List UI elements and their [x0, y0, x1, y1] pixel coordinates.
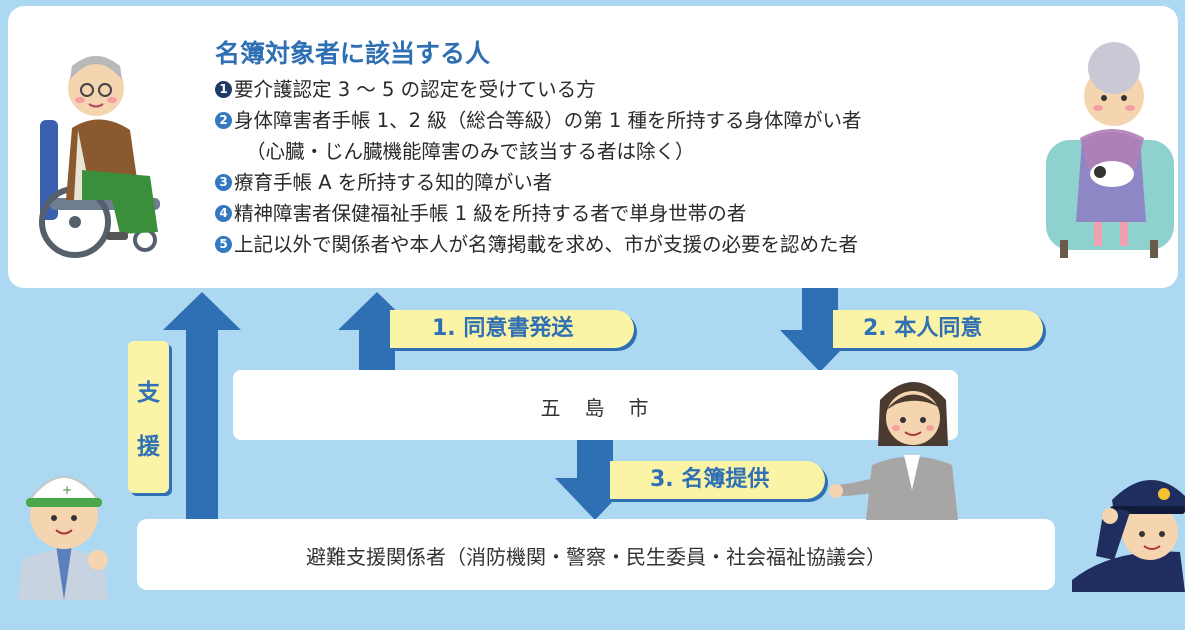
number-badge: 2: [215, 112, 232, 129]
criteria-text: （心臓・じん臓機能障害のみで該当する者は除く）: [246, 140, 695, 163]
number-badge: 3: [215, 174, 232, 191]
support-char: 支: [137, 380, 160, 406]
wheelchair-elder-illustration: [39, 56, 160, 258]
criteria-text: 精神障害者保健福祉手帳 1 級を所持する者で単身世帯の者: [234, 202, 747, 225]
step3-label: 3. 名簿提供: [610, 461, 825, 499]
criteria-text: 身体障害者手帳 1、2 級（総合等級）の第 1 種を所持する身体障がい者: [234, 109, 862, 132]
criteria-text: 療育手帳 A を所持する知的障がい者: [234, 171, 553, 194]
svg-text:+: +: [62, 483, 72, 497]
criteria-item-note: （心臓・じん臓機能障害のみで該当する者は除く）: [215, 136, 862, 167]
support-org-label: 避難支援関係者（消防機関・警察・民生委員・社会福祉協議会）: [306, 545, 886, 569]
number-badge: 1: [215, 81, 232, 98]
step2-label: 2. 本人同意: [833, 310, 1043, 348]
step1-label: 1. 同意書発送: [390, 310, 634, 348]
criteria-text: 要介護認定 3 ～ 5 の認定を受けている方: [234, 78, 596, 101]
criteria-panel: [8, 6, 1178, 288]
criteria-text: 上記以外で関係者や本人が名簿掲載を求め、市が支援の必要を認めた者: [234, 233, 859, 256]
number-badge: 5: [215, 236, 232, 253]
city-label: 五 島 市: [540, 396, 651, 420]
city-box: 五 島 市: [233, 370, 958, 440]
support-label: 支 援: [128, 341, 169, 493]
police-officer-illustration: [1072, 479, 1185, 592]
support-arrow: [163, 292, 241, 525]
support-org-box: 避難支援関係者（消防機関・警察・民生委員・社会福祉協議会）: [137, 519, 1055, 590]
seated-elder-woman-illustration: [1046, 42, 1174, 258]
arrow-step2: [780, 284, 860, 372]
number-badge: 4: [215, 205, 232, 222]
support-char: 援: [137, 434, 160, 460]
city-staff-woman-illustration: [829, 382, 958, 520]
helmet-worker-illustration: +: [18, 476, 108, 600]
criteria-title: 名簿対象者に該当する人: [215, 39, 491, 68]
